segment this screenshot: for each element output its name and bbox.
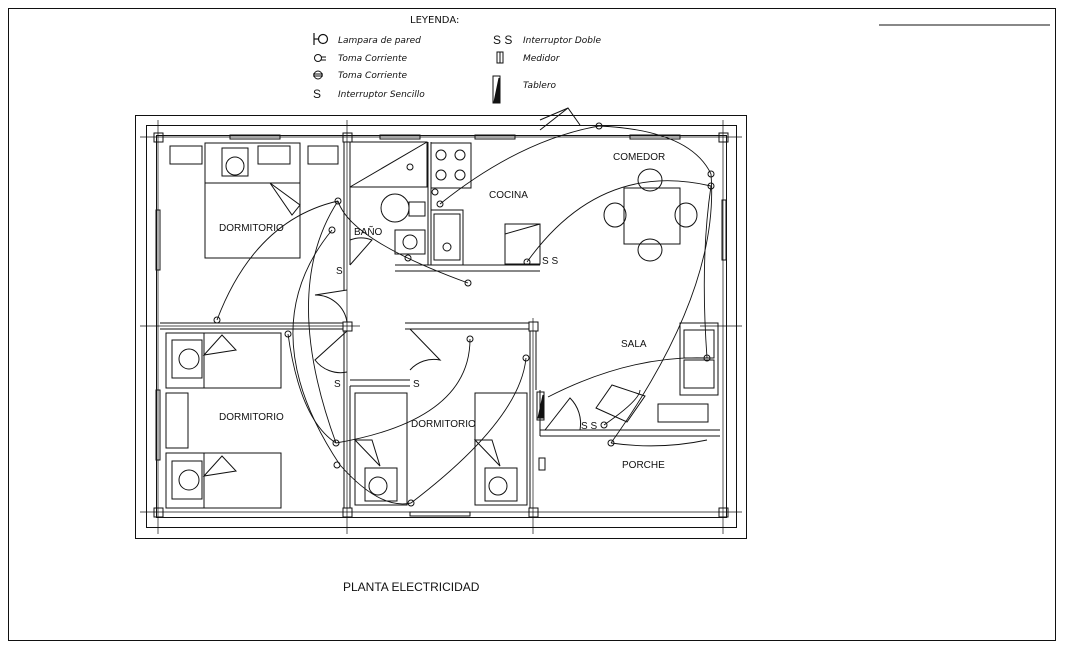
switch-mark-porche: S S: [581, 421, 597, 432]
wall-lamp-icon: [313, 33, 329, 45]
inner-wall: [156, 135, 727, 518]
plan-frame: [135, 115, 747, 539]
outlet-alt-icon: [313, 70, 323, 80]
floor-plan: [135, 107, 747, 539]
outlet-icon: [464, 279, 472, 287]
door-swings: [314, 107, 582, 431]
outlet-icon: [407, 499, 415, 507]
room-label-dormitorio: DORMITORIO: [219, 223, 284, 234]
outlet-icon: [404, 254, 412, 262]
switch-mark-cocina: S S: [542, 256, 558, 267]
outlet-icon: [328, 226, 336, 234]
legend-title: LEYENDA:: [410, 15, 459, 26]
wall-lamp-icon: [431, 188, 439, 196]
double-switch-icon: S S: [493, 33, 512, 47]
drawing-title: PLANTA ELECTRICIDAD: [343, 580, 480, 594]
kitchen-fixtures: [430, 142, 541, 266]
outer-wall: [146, 125, 737, 528]
panel-board-icon: [536, 391, 545, 421]
bed-dorm-3: [353, 392, 528, 506]
outlet-icon: [523, 258, 531, 266]
switch-mark-bano: S: [336, 266, 343, 277]
switch-mark-hall-left: S: [334, 379, 341, 390]
outlet-icon: [332, 439, 340, 447]
wall-lamp-icon: [334, 197, 342, 205]
bed-dorm-1: [169, 142, 339, 259]
bed-dorm-2: [165, 332, 282, 509]
wiring: [216, 125, 713, 505]
outlet-icon: [600, 421, 608, 429]
legend: LEYENDA: Lampara de pared Toma Corriente…: [313, 15, 601, 104]
legend-item-label: Interruptor Sencillo: [338, 90, 425, 100]
room-label-dormitorio: DORMITORIO: [219, 412, 284, 423]
room-label-cocina: COCINA: [489, 190, 528, 201]
windows: [155, 134, 727, 517]
columns: [153, 132, 729, 518]
single-switch-icon: S: [313, 87, 321, 101]
meter-icon: [538, 457, 546, 471]
wall-lamp-icon: [213, 316, 221, 324]
bath-fixtures: [349, 141, 428, 255]
outlet-icon: [314, 54, 326, 62]
switch-mark-hall-right: S: [413, 379, 420, 390]
room-label-sala: SALA: [621, 339, 647, 350]
legend-item-label: Interruptor Doble: [523, 36, 601, 46]
room-label-dormitorio: DORMITORIO: [411, 419, 476, 430]
legend-item-label: Toma Corriente: [338, 71, 407, 81]
outlet-icon: [406, 163, 414, 171]
panel-board-icon: [492, 75, 501, 104]
outlet-icon: [436, 200, 444, 208]
electrical-fixtures: [213, 122, 715, 507]
room-label-comedor: COMEDOR: [613, 152, 665, 163]
room-label-bano: BAÑO: [354, 225, 383, 238]
legend-item-label: Tablero: [523, 81, 557, 91]
legend-item-label: Toma Corriente: [338, 54, 407, 64]
meter-icon: [496, 51, 504, 64]
dining-set: [603, 168, 698, 262]
legend-item-label: Lampara de pared: [338, 36, 421, 46]
sheet-border: [8, 8, 1056, 641]
living-furniture: [595, 322, 719, 423]
legend-item-label: Medidor: [523, 54, 561, 64]
interior-walls: [160, 142, 720, 508]
room-label-porche: PORCHE: [622, 460, 665, 471]
